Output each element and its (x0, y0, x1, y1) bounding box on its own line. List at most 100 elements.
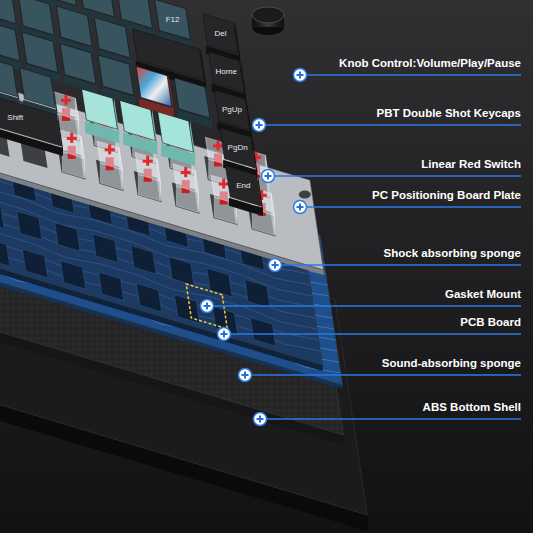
leader-line (282, 264, 521, 266)
key-legend: End (236, 181, 250, 191)
callout-dot (262, 170, 275, 183)
callout-dot (254, 413, 267, 426)
keycap (155, 0, 191, 40)
keycap (22, 32, 58, 72)
switch-stem (65, 95, 68, 105)
callout-dot (269, 259, 282, 272)
callout-label: Gasket Mount (445, 287, 521, 301)
callout-dot (262, 170, 275, 183)
sponge-cutout (169, 257, 194, 286)
callout-dot (294, 69, 307, 82)
sponge-cutout (250, 318, 275, 347)
switch-stem (217, 141, 220, 151)
key-legend: Del (215, 29, 227, 39)
plus-sign (242, 372, 249, 379)
keycap (0, 89, 61, 146)
keycap (0, 56, 18, 96)
switch-stem (184, 167, 187, 177)
callout-dot (218, 328, 231, 341)
keycap (18, 0, 54, 35)
switch-housing (173, 164, 198, 193)
keycap (94, 18, 130, 58)
sponge-cutout (245, 280, 270, 309)
sponge-cutout (61, 261, 86, 290)
callout-dot (254, 413, 267, 426)
callout-label: Shock absorbing sponge (384, 246, 521, 260)
key-legend: Home (216, 67, 237, 77)
keycap (0, 21, 20, 61)
callout-dot (218, 328, 231, 341)
leader-line (307, 74, 521, 76)
switch-stem (146, 156, 149, 166)
callout-label: PCB Board (460, 315, 521, 329)
plus-sign (221, 331, 228, 338)
sponge-cutout (93, 234, 118, 263)
plus-sign (297, 72, 304, 79)
leader-line (267, 418, 521, 420)
callout-dot (294, 201, 307, 214)
plus-sign (272, 262, 279, 269)
keycap (226, 166, 262, 206)
sponge-cutout (22, 249, 47, 278)
leader-line (266, 124, 521, 126)
callout-label: ABS Bottom Shell (423, 400, 521, 414)
switch-housing (97, 141, 122, 170)
callout-label: Linear Red Switch (421, 157, 521, 171)
callout-dot (201, 300, 214, 313)
callout-dot (269, 259, 282, 272)
sponge-cutout (0, 238, 10, 267)
callout-dot (253, 119, 266, 132)
keycap (208, 52, 244, 92)
sponge-cutout (99, 272, 124, 301)
keycap (203, 14, 239, 54)
sponge-cutout (55, 223, 80, 252)
keycap (60, 44, 96, 84)
plus-sign (204, 303, 211, 310)
keycap (117, 0, 153, 28)
keycap (20, 68, 56, 108)
callout-label: PC Positioning Board Plate (372, 188, 521, 202)
key-legend: F12 (166, 15, 180, 25)
sponge-cutout (136, 283, 161, 312)
leader-line (214, 305, 521, 307)
key-legend: Shift (7, 113, 23, 123)
leader-line (231, 333, 521, 335)
switch-stem (70, 133, 73, 143)
keycap (174, 78, 210, 118)
callout-dot (253, 119, 266, 132)
positioning-plate-side (0, 0, 324, 275)
callout-dot (239, 369, 252, 382)
key-legend: PgDn (228, 143, 248, 153)
leader-line (307, 206, 521, 208)
keycap (0, 0, 16, 24)
keycap (136, 66, 172, 106)
positioning-plate (0, 0, 324, 270)
switch-stem (108, 144, 111, 154)
keycap (56, 6, 92, 46)
callout-label: Knob Control:Volume/Play/Pause (339, 56, 521, 70)
callout-dot (294, 201, 307, 214)
callout-dot (239, 369, 252, 382)
sponge-cutout (17, 211, 42, 240)
switch-stem (222, 179, 225, 189)
plus-sign (257, 416, 264, 423)
callout-dot (294, 69, 307, 82)
sponge-cutout (0, 200, 4, 229)
leader-line (252, 374, 521, 376)
plus-sign (265, 173, 272, 180)
plus-sign (256, 122, 263, 129)
switch-housing (135, 152, 160, 181)
sponge-cutout (207, 268, 232, 297)
key-legend: PgUp (222, 105, 242, 115)
callout-label: PBT Double Shot Keycaps (377, 106, 521, 120)
sponge-cutout (131, 245, 156, 274)
callout-dot (201, 300, 214, 313)
plus-sign (297, 204, 304, 211)
keycap (220, 128, 256, 168)
keycap (98, 55, 134, 95)
leader-line (275, 175, 521, 177)
callout-label: Sound-absorbing sponge (382, 356, 521, 370)
keycap (214, 90, 250, 130)
